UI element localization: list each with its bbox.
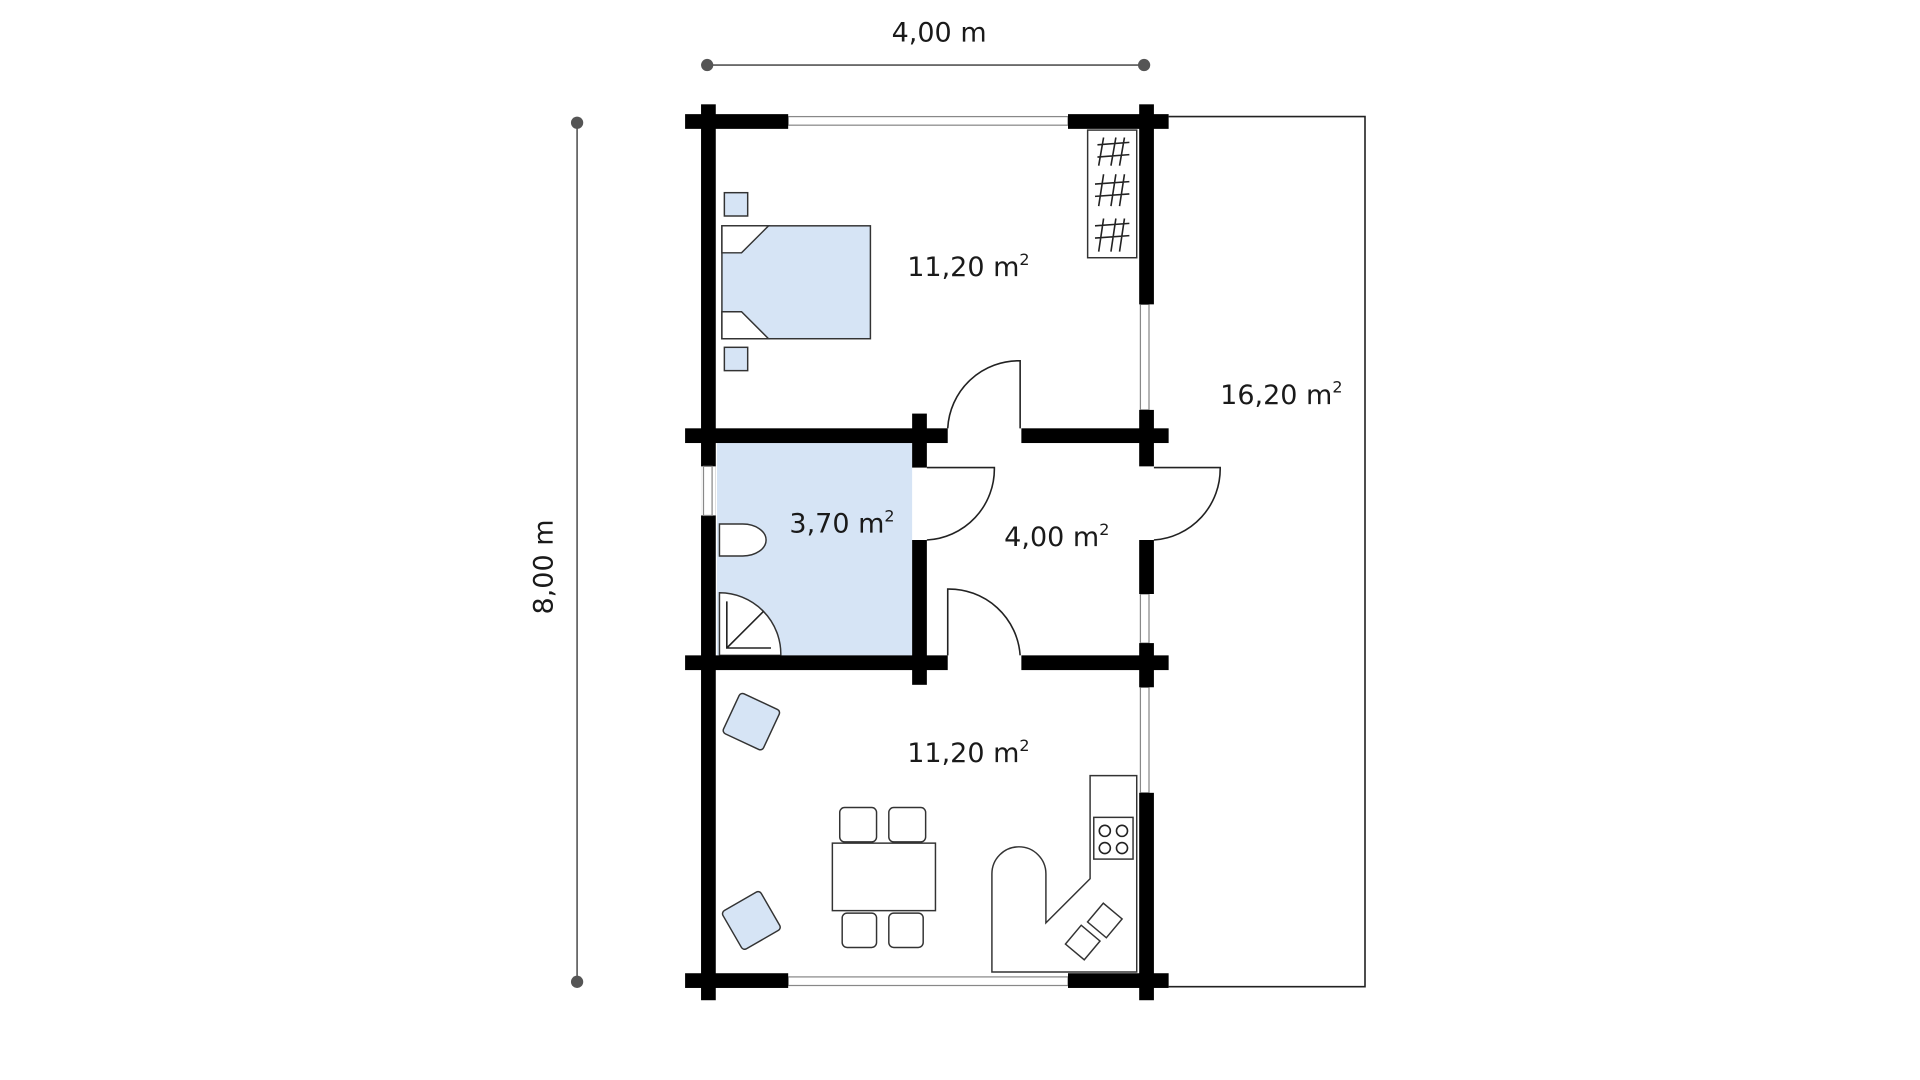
dining-table (831, 842, 937, 912)
doors (926, 360, 1221, 656)
nightstand (723, 191, 749, 217)
pillow-icon (721, 310, 771, 340)
width-label: 4,00 m (892, 18, 987, 49)
shower-icon (718, 592, 782, 657)
room-area-living: 11,20 m2 (907, 736, 1029, 769)
terrace-outline (1168, 115, 1366, 988)
kitchen-counter (991, 774, 1138, 973)
room-area-hall: 4,00 m2 (1004, 520, 1109, 553)
width-dimension: 4,00 m (701, 18, 1151, 72)
toilet-icon (718, 523, 767, 557)
room-area-terrace: 16,20 m2 (1220, 378, 1342, 411)
armchair (722, 692, 781, 751)
nightstand (723, 346, 749, 372)
height-dimension: 8,00 m (529, 116, 584, 988)
height-label: 8,00 m (529, 519, 560, 614)
room-area-bedroom: 11,20 m2 (907, 250, 1029, 283)
wardrobe (1086, 129, 1138, 259)
armchair (721, 890, 781, 951)
walls (685, 104, 1169, 1001)
pillow-icon (721, 225, 771, 254)
chair (838, 806, 927, 949)
room-area-bathroom: 3,70 m2 (789, 507, 894, 540)
